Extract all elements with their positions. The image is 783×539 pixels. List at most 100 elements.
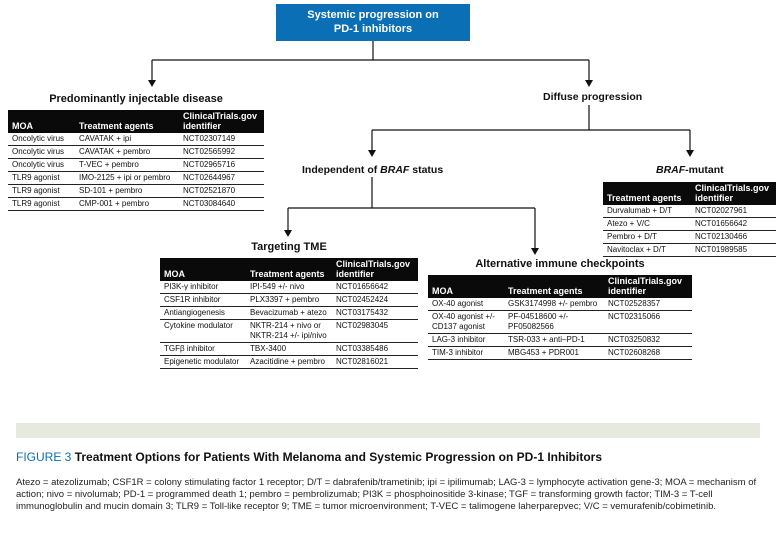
- col-moa: MOA: [428, 275, 504, 298]
- braf-mutant-label: BRAF-mutant: [656, 164, 724, 176]
- table-cell: NCT02608268: [604, 346, 692, 360]
- table-cell: NCT03250832: [604, 333, 692, 347]
- table-cell: Cytokine modulator: [160, 319, 246, 343]
- tme-table: MOA Treatment agents ClinicalTrials.gov …: [160, 258, 418, 369]
- col-agents: Treatment agents: [75, 110, 179, 133]
- col-agents: Treatment agents: [246, 258, 332, 281]
- table-cell: CAVATAK + pembro: [75, 145, 179, 159]
- table-cell: Azacitidine + pembro: [246, 355, 332, 369]
- table-cell: NCT02528357: [604, 298, 692, 311]
- caption-divider-bar: [16, 423, 760, 438]
- independent-gene: BRAF: [380, 164, 410, 176]
- table-cell: LAG-3 inhibitor: [428, 333, 504, 347]
- root-node-line2: PD-1 inhibitors: [333, 23, 413, 35]
- table-cell: PF-04518600 +/- PF05082566: [504, 310, 604, 334]
- table-cell: SD-101 + pembro: [75, 184, 179, 198]
- col-agents: Treatment agents: [504, 275, 604, 298]
- col-agents: Treatment agents: [603, 182, 691, 205]
- table-cell: TBX-3400: [246, 342, 332, 356]
- checkpoints-table-block: Alternative immune checkpoints MOA Treat…: [428, 258, 692, 360]
- table-cell: GSK3174998 +/- pembro: [504, 298, 604, 311]
- injectable-table-block: Predominantly injectable disease MOA Tre…: [8, 93, 264, 211]
- table-cell: NCT02027961: [691, 205, 776, 218]
- table-cell: TIM-3 inhibitor: [428, 346, 504, 360]
- table-cell: PI3K-γ inhibitor: [160, 281, 246, 294]
- col-moa: MOA: [160, 258, 246, 281]
- table-cell: NCT02644967: [179, 171, 264, 185]
- figure-number: FIGURE 3: [16, 450, 72, 464]
- table-cell: T-VEC + pembro: [75, 158, 179, 172]
- table-cell: Atezo + V/C: [603, 217, 691, 231]
- table-cell: Navitoclax + D/T: [603, 243, 691, 257]
- table-cell: Antiangiogenesis: [160, 306, 246, 320]
- table-cell: OX-40 agonist: [428, 298, 504, 311]
- col-identifier: ClinicalTrials.gov identifier: [604, 275, 692, 298]
- injectable-table: MOA Treatment agents ClinicalTrials.gov …: [8, 110, 264, 211]
- table-cell: PLX3397 + pembro: [246, 293, 332, 307]
- col-identifier: ClinicalTrials.gov identifier: [332, 258, 418, 281]
- figure-title-text: Treatment Options for Patients With Mela…: [74, 450, 602, 464]
- figure-abbreviations: Atezo = atezolizumab; CSF1R = colony sti…: [16, 477, 757, 512]
- table-cell: NCT02565992: [179, 145, 264, 159]
- table-cell: CSF1R inhibitor: [160, 293, 246, 307]
- braf-mutant-suffix: -mutant: [685, 164, 724, 176]
- diffuse-progression-label: Diffuse progression: [543, 91, 643, 103]
- table-cell: NCT01656642: [332, 281, 418, 294]
- table-cell: Epigenetic modulator: [160, 355, 246, 369]
- table-cell: Pembro + D/T: [603, 230, 691, 244]
- col-moa: MOA: [8, 110, 75, 133]
- independent-prefix: Independent of: [302, 164, 381, 176]
- tme-heading: Targeting TME: [251, 241, 327, 253]
- table-cell: NCT03385486: [332, 342, 418, 356]
- col-identifier: ClinicalTrials.gov identifier: [179, 110, 264, 133]
- table-cell: NCT02452424: [332, 293, 418, 307]
- table-cell: NCT03084640: [179, 197, 264, 211]
- table-cell: Bevacizumab + atezo: [246, 306, 332, 320]
- table-cell: NCT01989585: [691, 243, 776, 257]
- tme-table-block: Targeting TME MOA Treatment agents Clini…: [160, 241, 418, 369]
- table-cell: CMP-001 + pembro: [75, 197, 179, 211]
- col-identifier: ClinicalTrials.gov identifier: [691, 182, 776, 205]
- table-cell: NCT02983045: [332, 319, 418, 343]
- table-cell: TGFβ inhibitor: [160, 342, 246, 356]
- table-cell: NCT02816021: [332, 355, 418, 369]
- checkpoints-table: MOA Treatment agents ClinicalTrials.gov …: [428, 275, 692, 360]
- injectable-heading: Predominantly injectable disease: [49, 93, 223, 105]
- independent-suffix: status: [409, 164, 444, 176]
- table-cell: NKTR-214 + nivo or NKTR-214 +/- ipi/nivo: [246, 319, 332, 343]
- root-node-box: Systemic progression on PD-1 inhibitors: [276, 4, 470, 41]
- braf-table-block: Treatment agents ClinicalTrials.gov iden…: [603, 182, 776, 257]
- table-cell: IPI-549 +/- nivo: [246, 281, 332, 294]
- figure-title: FIGURE 3 Treatment Options for Patients …: [16, 450, 602, 464]
- table-cell: TLR9 agonist: [8, 184, 75, 198]
- table-cell: TLR9 agonist: [8, 171, 75, 185]
- table-cell: TLR9 agonist: [8, 197, 75, 211]
- independent-braf-label: Independent of BRAF status: [302, 164, 443, 176]
- table-cell: Durvalumab + D/T: [603, 205, 691, 218]
- table-cell: NCT02130466: [691, 230, 776, 244]
- table-cell: NCT02521870: [179, 184, 264, 198]
- table-cell: CAVATAK + ipi: [75, 133, 179, 146]
- table-cell: NCT02315066: [604, 310, 692, 334]
- root-node-line1: Systemic progression on: [307, 9, 439, 21]
- braf-mutant-gene: BRAF: [656, 164, 686, 176]
